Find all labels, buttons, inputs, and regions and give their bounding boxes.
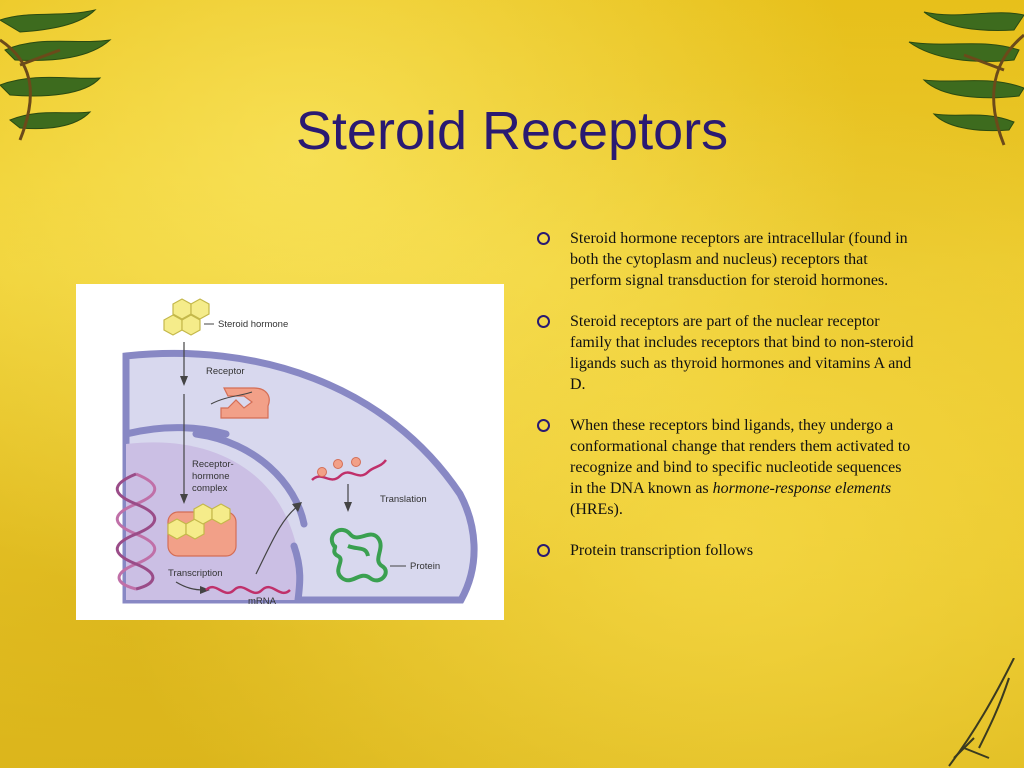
protein-chain bbox=[330, 527, 388, 583]
nuclear-envelope-segment bbox=[290, 542, 304, 604]
bullet-text: When these receptors bind ligands, they … bbox=[570, 417, 911, 497]
grass-stem-decoration bbox=[948, 658, 1015, 767]
label-transcription: Transcription bbox=[168, 568, 223, 579]
label-steroid-hormone: Steroid hormone bbox=[218, 319, 288, 330]
steroid-hormone-molecule bbox=[163, 298, 210, 336]
bullet-item: Protein transcription follows bbox=[535, 540, 915, 561]
bullet-circle-icon bbox=[537, 232, 550, 245]
label-receptor: Receptor bbox=[206, 366, 245, 377]
dna-helix bbox=[115, 472, 157, 591]
bullet-circle-icon bbox=[537, 315, 550, 328]
bound-hormone-molecule bbox=[167, 503, 231, 540]
bullet-text-italic: hormone-response elements bbox=[712, 480, 892, 497]
bullet-list: Steroid hormone receptors are intracellu… bbox=[535, 228, 915, 581]
label-protein: Protein bbox=[410, 561, 440, 572]
label-complex-line1: Receptor- bbox=[192, 459, 234, 470]
label-mrna: mRNA bbox=[248, 596, 277, 607]
receptor-shape bbox=[220, 387, 270, 419]
slide-title: Steroid Receptors bbox=[295, 101, 729, 161]
bullet-text: Protein transcription follows bbox=[570, 542, 754, 559]
mrna-strand bbox=[205, 585, 291, 595]
bullet-text: Steroid hormone receptors are intracellu… bbox=[570, 230, 908, 289]
steroid-receptor-diagram: Steroid hormone Receptor Receptor- hormo… bbox=[76, 284, 504, 620]
mrna-with-ribosomes bbox=[311, 459, 387, 481]
bullet-item: When these receptors bind ligands, they … bbox=[535, 415, 915, 520]
bullet-text: Steroid receptors are part of the nuclea… bbox=[570, 313, 914, 393]
diagram-svg: Steroid hormone Receptor Receptor- hormo… bbox=[115, 298, 478, 607]
ribosomes bbox=[317, 457, 361, 477]
nuclear-envelope-segment bbox=[122, 424, 230, 438]
label-complex-line2: hormone bbox=[192, 471, 230, 482]
label-translation: Translation bbox=[380, 494, 427, 505]
pine-branch-right-decoration bbox=[908, 11, 1024, 146]
bullet-circle-icon bbox=[537, 419, 550, 432]
nuclear-envelope-segment bbox=[192, 430, 308, 528]
bullet-text: (HREs). bbox=[570, 501, 623, 518]
label-complex-line3: complex bbox=[192, 483, 228, 494]
pine-branch-left-decoration bbox=[0, 9, 112, 141]
bullet-item: Steroid hormone receptors are intracellu… bbox=[535, 228, 915, 291]
bullet-item: Steroid receptors are part of the nuclea… bbox=[535, 311, 915, 395]
bullet-circle-icon bbox=[537, 544, 550, 557]
